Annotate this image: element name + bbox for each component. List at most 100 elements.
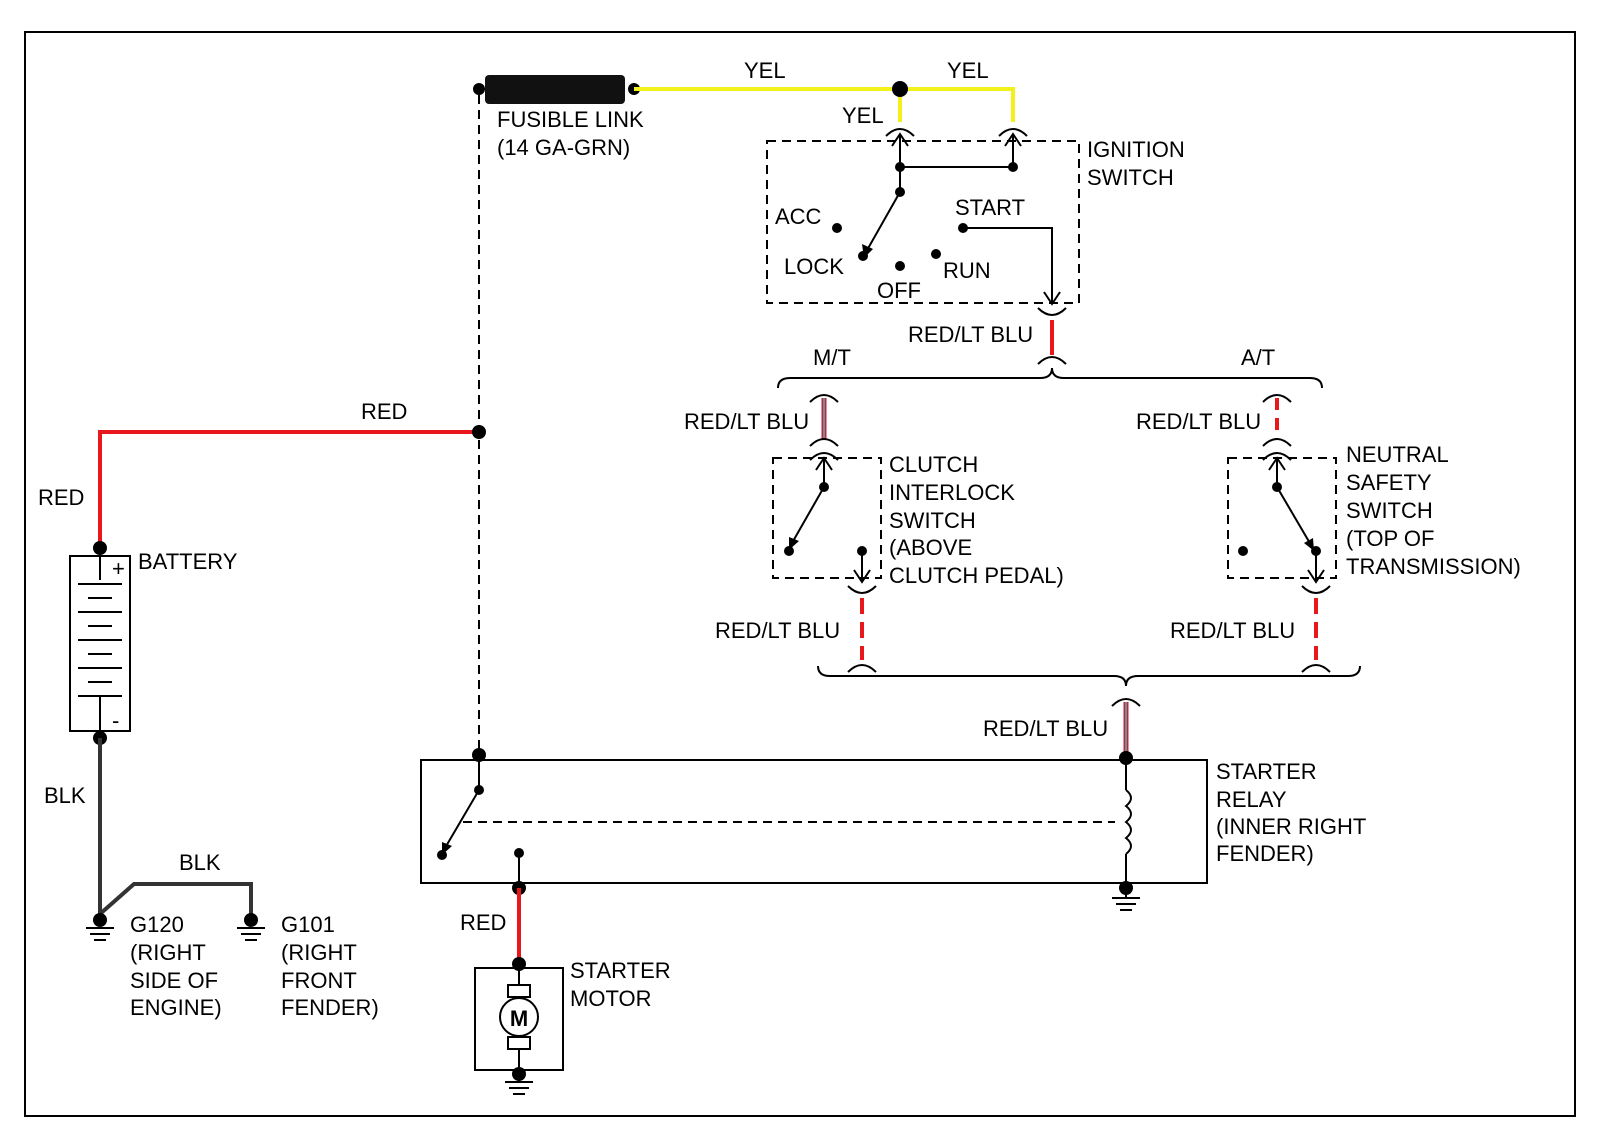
ign-pos-run: RUN [943, 258, 991, 283]
relay-coil [1124, 789, 1132, 855]
clutch-label-4: (ABOVE [889, 535, 972, 560]
starter-relay: STARTER RELAY (INNER RIGHT FENDER) [420, 748, 1366, 895]
nss-blade-arrow [1304, 538, 1314, 551]
yel-wire-right-label: YEL [947, 58, 989, 83]
nss-out-wire-label: RED/LT BLU [1170, 618, 1295, 643]
g101-node [244, 913, 258, 927]
manual-transmission-label: M/T [813, 345, 851, 370]
fusible-link-label: FUSIBLE LINK [497, 107, 644, 132]
yel-splice-node [892, 81, 908, 97]
nss-contact-open [1238, 546, 1248, 556]
nss-switch-blade [1276, 486, 1312, 546]
yel-wire-main-label: YEL [744, 58, 786, 83]
starter-relay-label-4: FENDER) [1216, 841, 1314, 866]
starter-motor-label-1: STARTER [570, 958, 671, 983]
starter-relay-label-1: STARTER [1216, 759, 1317, 784]
nss-terminal-top-arrow [1268, 456, 1286, 471]
neutral-safety-switch: RED/LT BLU NEUTRAL SAFETY SWITCH (TOP OF… [1136, 394, 1521, 594]
ign-bridge-node-left [895, 162, 905, 172]
starter-motor: M STARTER MOTOR [474, 957, 671, 1095]
starter-relay-box [420, 759, 1208, 884]
g120-label-1: G120 [130, 912, 184, 937]
ign-bridge-node-right [1008, 162, 1018, 172]
starter-motor-symbol: M [510, 1006, 528, 1031]
clutch-top-connector [809, 394, 839, 403]
clutch-output-arrow [853, 569, 871, 584]
battery-label: BATTERY [138, 549, 238, 574]
ign-connector-left [885, 128, 915, 137]
ign-pos-start: START [955, 195, 1025, 220]
clutch-out-wire-label: RED/LT BLU [715, 618, 840, 643]
ign-contact-acc [832, 223, 842, 233]
g101-label-1: G101 [281, 912, 335, 937]
nss-label-1: NEUTRAL [1346, 442, 1449, 467]
clutch-terminal-top-arrow [815, 456, 833, 471]
nss-out-lower-connector [1301, 664, 1331, 673]
starter-motor-label-2: MOTOR [570, 986, 651, 1011]
clutch-switch-box [772, 457, 882, 579]
clutch-contact-open [784, 546, 794, 556]
ign-connector-right [998, 128, 1028, 137]
battery-plus-sign: + [112, 556, 125, 581]
ign-output-arrow [1043, 291, 1061, 306]
g120-label-3: SIDE OF [130, 968, 218, 993]
clutch-label-2: INTERLOCK [889, 480, 1015, 505]
g101-label-3: FRONT [281, 968, 357, 993]
ign-output-connector [1037, 307, 1067, 316]
fusible-link-body [485, 75, 625, 104]
nss-output-arrow [1307, 569, 1325, 584]
nss-terminal-top-connector [1262, 452, 1292, 461]
clutch-switch-blade [791, 486, 825, 544]
relay-in-wire-label: RED/LT BLU [983, 716, 1108, 741]
relay-switch-blade [444, 789, 480, 849]
ign-pos-lock: LOCK [784, 254, 844, 279]
red-wire-left-label: RED [38, 485, 84, 510]
nss-output-connector [1301, 585, 1331, 594]
ign-terminal-right-arrow [1004, 132, 1022, 147]
ign-output-lower-connector [1037, 356, 1067, 365]
red-wire-motor-label: RED [460, 910, 506, 935]
diagram-frame [24, 31, 1576, 1117]
ign-pos-off: OFF [877, 278, 921, 303]
clutch-label-1: CLUTCH [889, 452, 978, 477]
nss-label-2: SAFETY [1346, 470, 1432, 495]
clutch-terminal-top-connector [809, 452, 839, 461]
battery: + - BATTERY [69, 541, 238, 745]
clutch-output-connector [847, 585, 877, 594]
fusible-link-left-node [473, 83, 485, 95]
yel-wire-right [900, 87, 1015, 122]
starter-motor-bottom-brush [507, 1036, 531, 1050]
red-wire-top-label: RED [361, 399, 407, 424]
blk-wire-ground-link [98, 882, 253, 916]
blk-wire-ground-label: BLK [179, 850, 221, 875]
ign-switch-blade [865, 191, 901, 253]
clutch-label-5: CLUTCH PEDAL) [889, 563, 1064, 588]
ignition-switch-label-1: IGNITION [1087, 137, 1185, 162]
relay-contact-open [437, 850, 447, 860]
ign-contact-lock [858, 251, 868, 261]
starter-motor-top-brush [507, 984, 531, 998]
yellow-wires: YEL YEL YEL [634, 58, 1015, 128]
clutch-out-lower-connector [847, 664, 877, 673]
g120-label-4: ENGINE) [130, 995, 222, 1020]
yel-wire-drop-label: YEL [842, 103, 884, 128]
ign-terminal-left-arrow [891, 132, 909, 147]
fusible-link-gauge-label: (14 GA-GRN) [497, 135, 630, 160]
ign-contact-off [895, 261, 905, 271]
nss-in-wire-label: RED/LT BLU [1136, 409, 1261, 434]
ign-start-output-line [963, 227, 1053, 302]
nss-label-4: (TOP OF [1346, 526, 1434, 551]
ignition-switch: ACC LOCK OFF RUN START IGNITION SWITCH [766, 128, 1185, 316]
starter-relay-label-3: (INNER RIGHT [1216, 814, 1366, 839]
g120-label-2: (RIGHT [130, 940, 206, 965]
automatic-transmission-label: A/T [1241, 345, 1275, 370]
switch-output-brace [817, 665, 1361, 687]
fusible-link: FUSIBLE LINK (14 GA-GRN) [473, 75, 644, 160]
battery-minus-sign: - [112, 708, 119, 733]
red-wire-splice-node [472, 425, 486, 439]
nss-top-connector [1262, 394, 1292, 403]
ignition-switch-box [766, 140, 1080, 304]
g101-label-2: (RIGHT [281, 940, 357, 965]
nss-in-lower-connector [1262, 438, 1292, 447]
